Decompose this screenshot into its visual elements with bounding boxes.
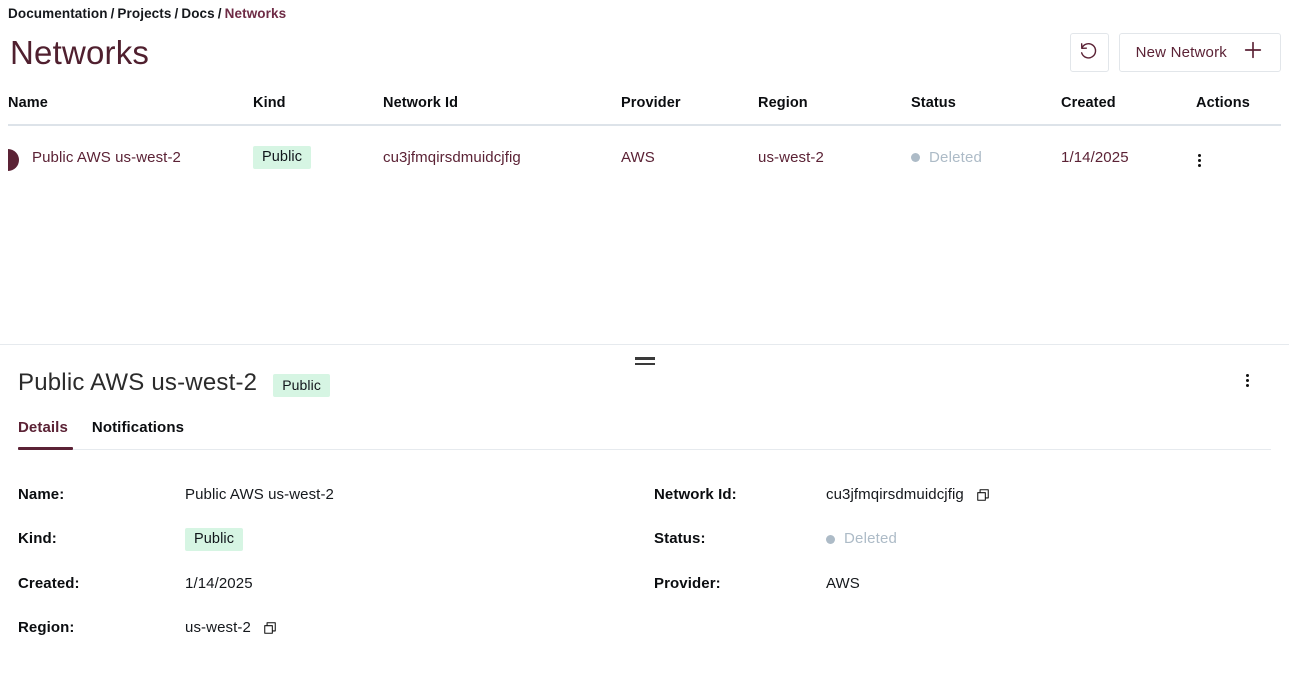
detail-fields: Name: Public AWS us-west-2 Network Id: c… [8, 484, 1281, 639]
row-selected-indicator [8, 148, 19, 171]
kind-badge: Public [253, 145, 312, 169]
field-label-status: Status: [654, 530, 706, 547]
table-header-row: Name Kind Network Id Provider Region Sta… [8, 83, 1281, 126]
tab-notifications[interactable]: Notifications [91, 419, 185, 436]
field-value-network-id: cu3jfmqirsdmuidcjfig [826, 484, 1281, 506]
status-text: Deleted [929, 148, 983, 166]
cell-region: us-west-2 [758, 148, 824, 166]
field-text-region: us-west-2 [185, 619, 251, 636]
cell-status: Deleted [911, 125, 1061, 188]
page-header: Networks New Network [0, 21, 1289, 83]
table-body: Public AWS us-west-2 Public cu3jfmqirsdm… [8, 125, 1281, 188]
column-header-provider[interactable]: Provider [621, 83, 758, 126]
field-value-kind: Public [185, 528, 654, 551]
column-header-name[interactable]: Name [8, 83, 253, 126]
cell-network-id: cu3jfmqirsdmuidcjfig [383, 148, 521, 166]
breadcrumb-separator: / [174, 6, 179, 21]
status-badge: Deleted [911, 149, 1061, 166]
detail-kind-badge: Public [273, 373, 330, 397]
breadcrumb-separator: / [110, 6, 115, 21]
cell-kind: Public [253, 125, 383, 188]
networks-table: Name Kind Network Id Provider Region Sta… [8, 83, 1281, 188]
plus-icon [1242, 39, 1264, 65]
detail-actions-kebab-icon[interactable] [1244, 371, 1251, 390]
table-row[interactable]: Public AWS us-west-2 Public cu3jfmqirsdm… [8, 125, 1281, 188]
tabs-underline [18, 449, 1271, 450]
field-value-name: Public AWS us-west-2 [185, 486, 334, 503]
networks-table-container: Name Kind Network Id Provider Region Sta… [0, 83, 1289, 188]
header-actions: New Network [1069, 32, 1281, 72]
column-header-kind[interactable]: Kind [253, 83, 383, 126]
copy-icon[interactable] [263, 621, 277, 635]
cell-name-text: Public AWS us-west-2 [32, 148, 181, 166]
field-kind-badge: Public [185, 528, 244, 551]
row-actions-kebab-icon[interactable] [1196, 151, 1203, 170]
new-network-button[interactable]: New Network [1118, 32, 1281, 72]
refresh-ccw-icon [1079, 41, 1099, 64]
column-header-network-id[interactable]: Network Id [383, 83, 621, 126]
field-value-status: Deleted [826, 528, 1281, 550]
column-header-status[interactable]: Status [911, 83, 1061, 126]
tab-details[interactable]: Details [18, 419, 68, 436]
detail-panel: Public AWS us-west-2 Public Details Noti… [0, 345, 1289, 639]
cell-name[interactable]: Public AWS us-west-2 [8, 125, 253, 188]
detail-status-text: Deleted [844, 530, 898, 547]
field-label-kind: Kind: [18, 530, 57, 547]
field-label-created: Created: [18, 575, 80, 592]
detail-tabs: Details Notifications [18, 419, 1281, 450]
column-header-actions: Actions [1196, 83, 1281, 126]
breadcrumb-item-networks[interactable]: Networks [224, 6, 287, 21]
field-label-region: Region: [18, 619, 75, 636]
refresh-button[interactable] [1069, 32, 1109, 72]
breadcrumb: Documentation/Projects/Docs/Networks [0, 0, 1289, 21]
detail-title: Public AWS us-west-2 [18, 369, 258, 396]
status-dot-icon [826, 534, 835, 544]
field-value-created: 1/14/2025 [185, 575, 253, 592]
breadcrumb-item-docs[interactable]: Docs [181, 6, 215, 21]
detail-header: Public AWS us-west-2 Public [8, 345, 1281, 397]
detail-status-badge: Deleted [826, 528, 897, 550]
breadcrumb-separator: / [217, 6, 222, 21]
column-header-region[interactable]: Region [758, 83, 911, 126]
field-label-provider: Provider: [654, 575, 721, 592]
field-label-name: Name: [18, 486, 65, 503]
field-value-region: us-west-2 [185, 617, 654, 639]
breadcrumb-item-documentation[interactable]: Documentation [8, 6, 108, 21]
table-header: Name Kind Network Id Provider Region Sta… [8, 83, 1281, 126]
field-value-provider: AWS [826, 575, 860, 592]
field-label-network-id: Network Id: [654, 486, 737, 503]
cell-provider: AWS [621, 148, 655, 166]
field-text-network-id: cu3jfmqirsdmuidcjfig [826, 486, 964, 503]
copy-icon[interactable] [976, 488, 990, 502]
cell-actions [1196, 125, 1281, 188]
column-header-created[interactable]: Created [1061, 83, 1196, 126]
new-network-label: New Network [1135, 43, 1227, 61]
panel-splitter [0, 344, 1289, 365]
status-dot-icon [911, 152, 920, 162]
cell-created: 1/14/2025 [1061, 148, 1129, 166]
breadcrumb-item-projects[interactable]: Projects [117, 6, 172, 21]
active-tab-indicator [18, 447, 73, 450]
page-title: Networks [10, 33, 150, 71]
splitter-drag-handle-icon[interactable] [634, 357, 655, 365]
